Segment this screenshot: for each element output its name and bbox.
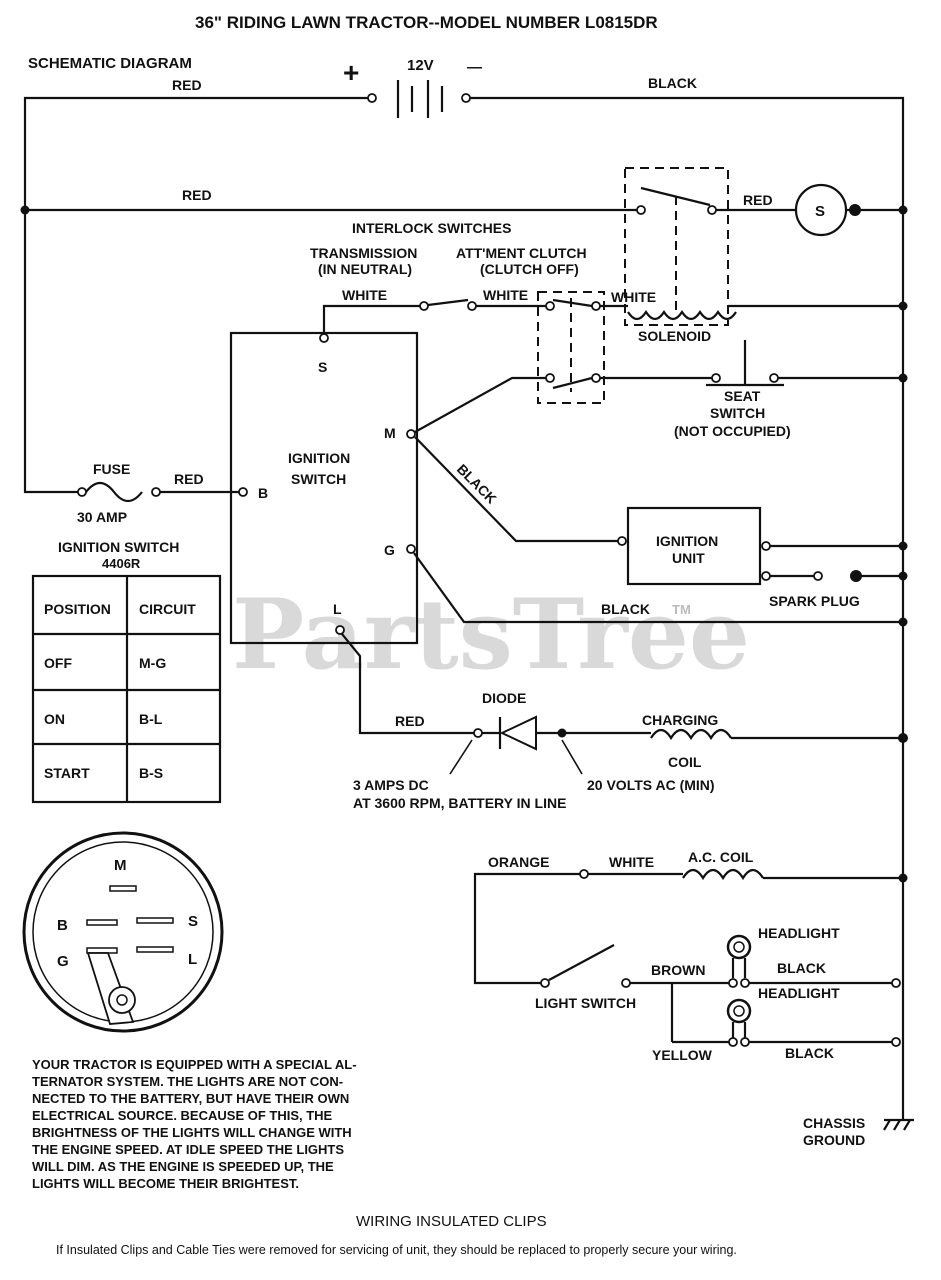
battery: + 12V — — [343, 57, 482, 118]
table-title: IGNITION SWITCH — [58, 539, 179, 555]
connector-label-l: L — [188, 951, 197, 968]
connector-label-s: S — [188, 913, 198, 930]
ignition-switch-table — [31, 574, 222, 804]
spark-plug-label: SPARK PLUG — [769, 593, 860, 609]
svg-text:LIGHTS WILL BECOME THEIR BRIGH: LIGHTS WILL BECOME THEIR BRIGHTEST. — [32, 1176, 299, 1191]
ignition-unit — [626, 506, 762, 586]
svg-text:YOUR TRACTOR IS EQUIPPED WITH: YOUR TRACTOR IS EQUIPPED WITH A SPECIAL … — [32, 1057, 357, 1072]
ignition-switch-sublabel: SWITCH — [291, 471, 346, 487]
alternator-note: YOUR TRACTOR IS EQUIPPED WITH A SPECIAL … — [32, 1057, 357, 1191]
table-cell: ON — [44, 711, 65, 727]
dc-note: 3 AMPS DC — [353, 777, 429, 793]
svg-text:NECTED TO THE BATTERY, BUT HAV: NECTED TO THE BATTERY, BUT HAVE THEIR OW… — [32, 1091, 349, 1106]
wire-label-black-ground: BLACK — [601, 601, 650, 617]
table-cell: B-L — [139, 711, 163, 727]
dc-note-line2: AT 3600 RPM, BATTERY IN LINE — [353, 795, 566, 811]
wire-label-white-1: WHITE — [342, 287, 387, 303]
terminal-l-label: L — [333, 601, 342, 617]
seat-switch-sublabel: SWITCH — [710, 405, 765, 421]
wire-label-white-ac: WHITE — [609, 854, 654, 870]
table-cell: B-S — [139, 765, 163, 781]
diode — [482, 715, 651, 751]
ac-coil — [682, 868, 764, 881]
table-cell: M-G — [139, 655, 166, 671]
fuse-rating: 30 AMP — [77, 509, 127, 525]
diode-label: DIODE — [482, 690, 526, 706]
wire-label-orange: ORANGE — [488, 854, 549, 870]
svg-text:BRIGHTNESS OF THE LIGHTS WILL: BRIGHTNESS OF THE LIGHTS WILL CHANGE WIT… — [32, 1125, 352, 1140]
headlight-1 — [726, 934, 752, 988]
table-header-circuit: CIRCUIT — [139, 601, 196, 617]
chassis-ground-icon — [883, 1030, 914, 1131]
table-cell: OFF — [44, 655, 72, 671]
wire-label-red-diode: RED — [395, 713, 425, 729]
svg-text:WILL DIM. AS THE ENGINE IS SPE: WILL DIM. AS THE ENGINE IS SPEEDED UP, T… — [32, 1159, 334, 1174]
table-cell: START — [44, 765, 90, 781]
table-header-position: POSITION — [44, 601, 111, 617]
starter-label: S — [815, 203, 825, 220]
charging-coil-sublabel: COIL — [668, 754, 702, 770]
solenoid-label: SOLENOID — [638, 328, 711, 344]
wire-label-brown: BROWN — [651, 962, 705, 978]
connector-label-g: G — [57, 953, 69, 970]
ignition-switch-box — [229, 331, 419, 645]
wire-label-yellow: YELLOW — [652, 1047, 713, 1063]
svg-text:—: — — [467, 59, 482, 76]
headlight-2 — [726, 998, 752, 1047]
ac-coil-label: A.C. COIL — [688, 849, 754, 865]
page-title: 36" RIDING LAWN TRACTOR--MODEL NUMBER L0… — [195, 13, 658, 32]
terminal-g-label: G — [384, 542, 395, 558]
table-part: 4406R — [102, 556, 141, 571]
connector-label-b: B — [57, 917, 68, 934]
wire-label-black-hl1: BLACK — [777, 960, 826, 976]
svg-text:THE ENGINE SPEED. AT IDLE SPEE: THE ENGINE SPEED. AT IDLE SPEED THE LIGH… — [32, 1142, 344, 1157]
trademark: TM — [672, 602, 691, 617]
fuse-label: FUSE — [93, 461, 130, 477]
schematic-label: SCHEMATIC DIAGRAM — [28, 55, 192, 72]
attachment-clutch-sublabel: (CLUTCH OFF) — [480, 261, 579, 277]
ignition-switch-label: IGNITION — [288, 450, 350, 466]
clutch-switch-box — [537, 291, 605, 404]
wire-label-white-2: WHITE — [483, 287, 528, 303]
svg-text:12V: 12V — [407, 57, 434, 74]
clips-heading: WIRING INSULATED CLIPS — [356, 1213, 547, 1230]
wire-label-black-hl2: BLACK — [785, 1045, 834, 1061]
svg-text:+: + — [343, 57, 359, 88]
chassis-ground-sublabel: GROUND — [803, 1132, 865, 1148]
charging-coil — [650, 728, 732, 741]
svg-text:ELECTRICAL SOURCE. BECAUSE OF: ELECTRICAL SOURCE. BECAUSE OF THIS, THE — [32, 1108, 333, 1123]
wire-label-red-fuse: RED — [174, 471, 204, 487]
ac-note: 20 VOLTS AC (MIN) — [587, 777, 715, 793]
attachment-clutch-label: ATT'MENT CLUTCH — [456, 245, 587, 261]
headlight-label-2: HEADLIGHT — [758, 985, 840, 1001]
transmission-sublabel: (IN NEUTRAL) — [318, 261, 412, 277]
terminal-s-label: S — [318, 359, 327, 375]
transmission-label: TRANSMISSION — [310, 245, 417, 261]
terminal-m-label: M — [384, 425, 396, 441]
ignition-unit-sublabel: UNIT — [672, 550, 705, 566]
chassis-ground-label: CHASSIS — [803, 1115, 865, 1131]
solenoid-box — [624, 167, 729, 326]
svg-text:TERNATOR SYSTEM. THE LIGHTS AR: TERNATOR SYSTEM. THE LIGHTS ARE NOT CON- — [32, 1074, 343, 1089]
watermark: PartsTree — [232, 578, 750, 691]
interlock-label: INTERLOCK SWITCHES — [352, 220, 511, 236]
headlight-label-1: HEADLIGHT — [758, 925, 840, 941]
wire-label-red-top: RED — [172, 77, 202, 93]
ignition-switch-connector — [22, 831, 224, 1033]
wire-label-black-top: BLACK — [648, 75, 697, 91]
ignition-unit-label: IGNITION — [656, 533, 718, 549]
seat-switch-note: (NOT OCCUPIED) — [674, 423, 791, 439]
wire-label-red-starter: RED — [743, 192, 773, 208]
wire-label-red-mid: RED — [182, 187, 212, 203]
light-switch-label: LIGHT SWITCH — [535, 995, 636, 1011]
terminal-b-label: B — [258, 485, 268, 501]
connector-label-m: M — [114, 857, 127, 874]
charging-coil-label: CHARGING — [642, 712, 718, 728]
seat-switch-label: SEAT — [724, 388, 761, 404]
clips-note: If Insulated Clips and Cable Ties were r… — [56, 1243, 737, 1257]
wire-label-white-3: WHITE — [611, 289, 656, 305]
